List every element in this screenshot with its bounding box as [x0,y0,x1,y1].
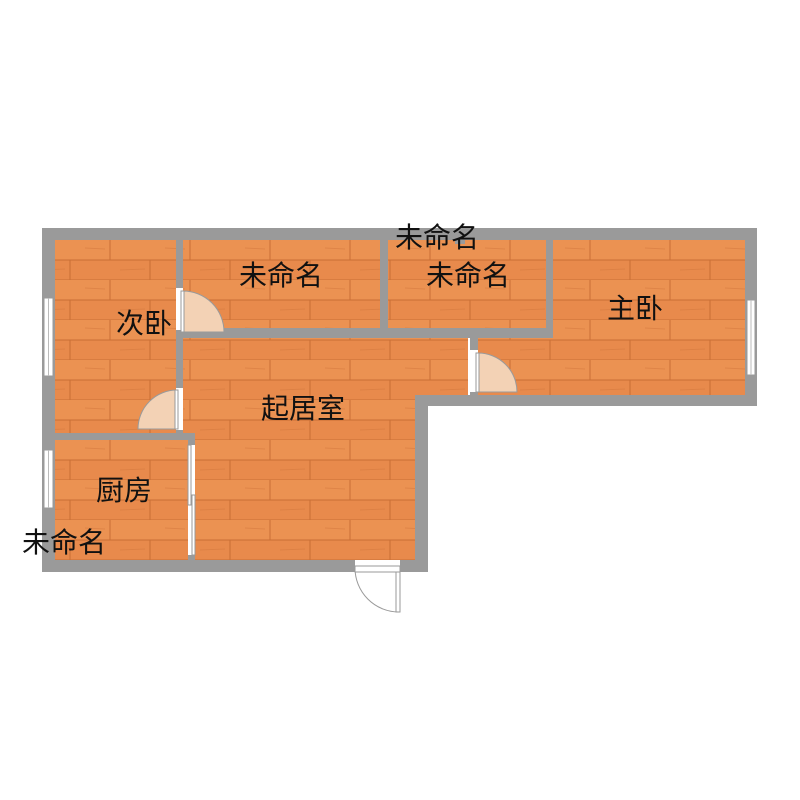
label-unnamed-top-mid: 未命名 [426,259,510,292]
floor-living-room [183,338,468,395]
doors [137,288,518,613]
wall-horiz-upper [183,328,553,338]
wall-bottom [42,560,428,572]
label-unnamed-top-left: 未命名 [239,259,323,292]
door-secondary-bedroom-upper-gap [176,288,183,330]
label-master-bedroom: 主卧 [607,292,663,325]
door-secondary-bedroom-lower-swing [137,389,178,430]
door-kitchen-slide-b [191,494,196,556]
door-master-bedroom-leaf [475,352,480,393]
wall-mid-right-bottom [415,395,757,406]
windows [43,297,756,509]
door-secondary-bedroom-lower-leaf [174,389,179,430]
wall-vert-3 [546,228,553,338]
label-kitchen: 厨房 [96,474,152,507]
wall-living-right [415,395,428,572]
door-entrance-leaf [395,565,401,613]
label-unnamed-bottom-left: 未命名 [22,526,106,559]
wall-top [42,228,757,240]
label-living-room: 起居室 [261,392,345,425]
door-master-bedroom-gap [470,350,478,392]
wall-vert-2 [380,228,388,338]
door-secondary-bedroom-lower-gap [176,388,183,430]
wall-vert-1 [176,228,183,438]
wall-notch [455,228,465,244]
door-secondary-bedroom-upper-swing [182,290,225,333]
door-entrance-swing [354,567,400,613]
floor-master-bedroom [553,240,745,395]
door-kitchen-slide-a [187,444,192,506]
label-unnamed-top-outside: 未命名 [395,221,479,254]
label-secondary-bedroom: 次卧 [116,307,172,340]
door-master-bedroom-swing [477,352,518,393]
floor-unnamed-top-mid [388,240,546,328]
door-entrance-frame [354,565,401,573]
door-secondary-bedroom-upper-leaf [180,290,185,333]
room-labels: 次卧 未命名 未命名 未命名 主卧 起居室 厨房 未命名 [22,221,663,559]
floor-kitchen [55,440,188,560]
floor-living-room-strip [183,395,195,435]
floor-living-room-lower [195,395,415,560]
wall-left [42,228,55,572]
wall-kitchen-top [42,433,195,440]
